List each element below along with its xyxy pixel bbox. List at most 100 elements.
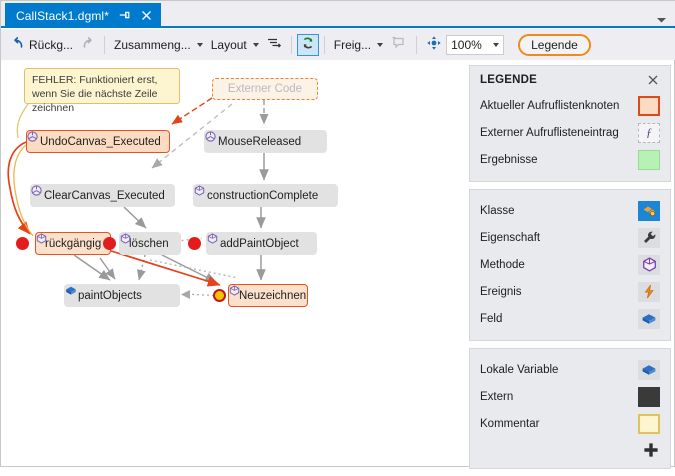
edge-externercode-undocanvas: [171, 97, 213, 125]
toolbar-separator: [104, 35, 106, 54]
toolbar-separator: [416, 35, 418, 54]
tab-callstack1-dgml[interactable]: CallStack1.dgml*: [5, 3, 161, 28]
chevron-down-icon[interactable]: [656, 11, 667, 23]
legend-label: Methode: [480, 258, 525, 271]
diagram-canvas[interactable]: FEHLER: Funktioniert erst, wenn Sie die …: [2, 60, 465, 466]
edge-rueckgaengig-paintobjects: [73, 254, 111, 281]
zoom-value: 100%: [451, 37, 482, 52]
chevron-down-icon: [196, 42, 203, 47]
undo-label: Rückg...: [29, 37, 74, 52]
chevron-down-icon: [252, 42, 259, 47]
node-label: addPaintObject: [220, 237, 299, 250]
swatch-extern: [638, 386, 660, 407]
field-icon: [638, 359, 660, 380]
legend-label: Eigenschaft: [480, 231, 541, 244]
breakpoint-addpaintobject[interactable]: [188, 237, 201, 250]
comment-node[interactable]: FEHLER: Funktioniert erst, wenn Sie die …: [24, 68, 180, 114]
close-icon[interactable]: [646, 73, 660, 87]
diagram-edges: [7, 97, 269, 299]
node-label: Externer Code: [227, 83, 303, 95]
plus-icon[interactable]: [642, 441, 660, 464]
legend-label: Kommentar: [480, 417, 540, 430]
legend-row-ergebnisse[interactable]: Ergebnisse: [480, 146, 660, 173]
legend-group-members: Klasse Eigenschaft Methode Ereignis: [469, 189, 671, 341]
breakpoint-loeschen[interactable]: [103, 237, 116, 250]
group-dropdown[interactable]: Zusammeng...: [110, 33, 207, 57]
chevron-down-icon: [493, 42, 500, 47]
edge-rueckgaengig-neuzeichnen: [107, 249, 221, 287]
share-label: Freig...: [333, 37, 372, 52]
legend-row-ereignis[interactable]: Ereignis: [480, 278, 660, 305]
tab-strip: CallStack1.dgml*: [1, 1, 675, 28]
breakpoint-neuzeichnen-active[interactable]: [213, 289, 226, 302]
graph-node-neuzeichnen[interactable]: Neuzeichnen: [228, 284, 308, 307]
share-dropdown[interactable]: Freig...: [330, 33, 387, 57]
comment-button[interactable]: [387, 33, 411, 57]
edge-undocanvas-rueckgaengig-shadow: [13, 141, 34, 237]
legend-row-lokale-variable[interactable]: Lokale Variable: [480, 356, 660, 383]
graph-node-externer-code[interactable]: Externer Code: [212, 78, 318, 100]
undo-arrow-icon: [11, 36, 25, 53]
legend-add-row: [480, 437, 660, 464]
toolbar-separator: [323, 35, 325, 54]
node-label: MouseReleased: [218, 135, 302, 148]
layout-dropdown[interactable]: Layout: [207, 33, 263, 57]
legend-label: Externer Aufruflisteneintrag: [480, 126, 619, 139]
lightning-icon: [638, 281, 660, 302]
swatch-results: [638, 149, 660, 170]
legend-label: Lokale Variable: [480, 363, 559, 376]
zoom-level-dropdown[interactable]: 100%: [446, 34, 505, 55]
edge-loeschen-paintobjects: [136, 254, 146, 281]
wrench-icon: [638, 227, 660, 248]
graph-node-addpaintobject[interactable]: addPaintObject: [206, 232, 317, 255]
legend-row-feld[interactable]: Feld: [480, 305, 660, 332]
swatch-current-callstack-node: [638, 95, 660, 116]
node-label: löschen: [129, 237, 169, 250]
refresh-toggle-button[interactable]: [296, 33, 319, 56]
graph-node-clearcanvas-executed[interactable]: ClearCanvas_Executed: [30, 184, 175, 207]
redo-arrow-icon: [81, 36, 95, 53]
breakpoint-rueckgaengig[interactable]: [16, 237, 29, 250]
pan-move-icon: [426, 35, 442, 54]
legend-label: Klasse: [480, 204, 515, 217]
legend-row-kommentar[interactable]: Kommentar: [480, 410, 660, 437]
edge-loeschen-neuzeichnen: [161, 254, 217, 283]
node-label: paintObjects: [78, 289, 142, 302]
edge-aux-paintobjects-1: [99, 257, 116, 280]
legend-label: Extern: [480, 390, 514, 403]
legend-label: Ereignis: [480, 285, 522, 298]
pan-button[interactable]: [422, 33, 446, 57]
graph-node-mousereleased[interactable]: MouseReleased: [204, 130, 327, 153]
diagram-toolbar: Rückg... Zusammeng... Layout: [1, 29, 675, 60]
class-icon: [638, 200, 660, 221]
graph-node-rueckgaengig[interactable]: rückgängig: [35, 232, 111, 255]
edge-externercode-clearcanvas: [151, 103, 233, 169]
graph-node-loeschen[interactable]: löschen: [119, 232, 181, 255]
legend-row-eigenschaft[interactable]: Eigenschaft: [480, 224, 660, 251]
method-icon: [638, 254, 660, 275]
redo-button[interactable]: [77, 33, 99, 57]
graph-node-paintobjects[interactable]: paintObjects: [64, 284, 180, 307]
pin-icon[interactable]: [118, 9, 131, 22]
node-label: constructionComplete: [207, 189, 319, 202]
edge-aux-dotted: [149, 259, 239, 279]
legend-button[interactable]: Legende: [518, 33, 591, 56]
graph-node-constructioncomplete[interactable]: constructionComplete: [193, 184, 338, 207]
legend-row-extern[interactable]: Extern: [480, 383, 660, 410]
legend-row-klasse[interactable]: Klasse: [480, 197, 660, 224]
close-icon[interactable]: [140, 9, 153, 22]
legend-row-aktueller-aufruflistenknoten[interactable]: Aktueller Aufruflistenknoten: [480, 92, 660, 119]
comment-icon: [391, 36, 407, 53]
legend-group-callstack: LEGENDE Aktueller Aufruflistenknoten Ext…: [469, 65, 671, 182]
legend-row-externer-aufruflisteneintrag[interactable]: Externer Aufruflisteneintrag ƒ: [480, 119, 660, 146]
undo-button[interactable]: Rückg...: [7, 33, 77, 57]
chevron-down-icon: [377, 42, 384, 47]
legend-header: LEGENDE: [480, 73, 660, 87]
italic-f-icon: ƒ: [638, 122, 660, 143]
legend-row-methode[interactable]: Methode: [480, 251, 660, 278]
edge-clearcanvas-loeschen: [123, 206, 147, 229]
filter-button[interactable]: [263, 33, 286, 57]
graph-node-undocanvas-executed[interactable]: UndoCanvas_Executed: [26, 130, 170, 153]
legend-label: Ergebnisse: [480, 153, 538, 166]
